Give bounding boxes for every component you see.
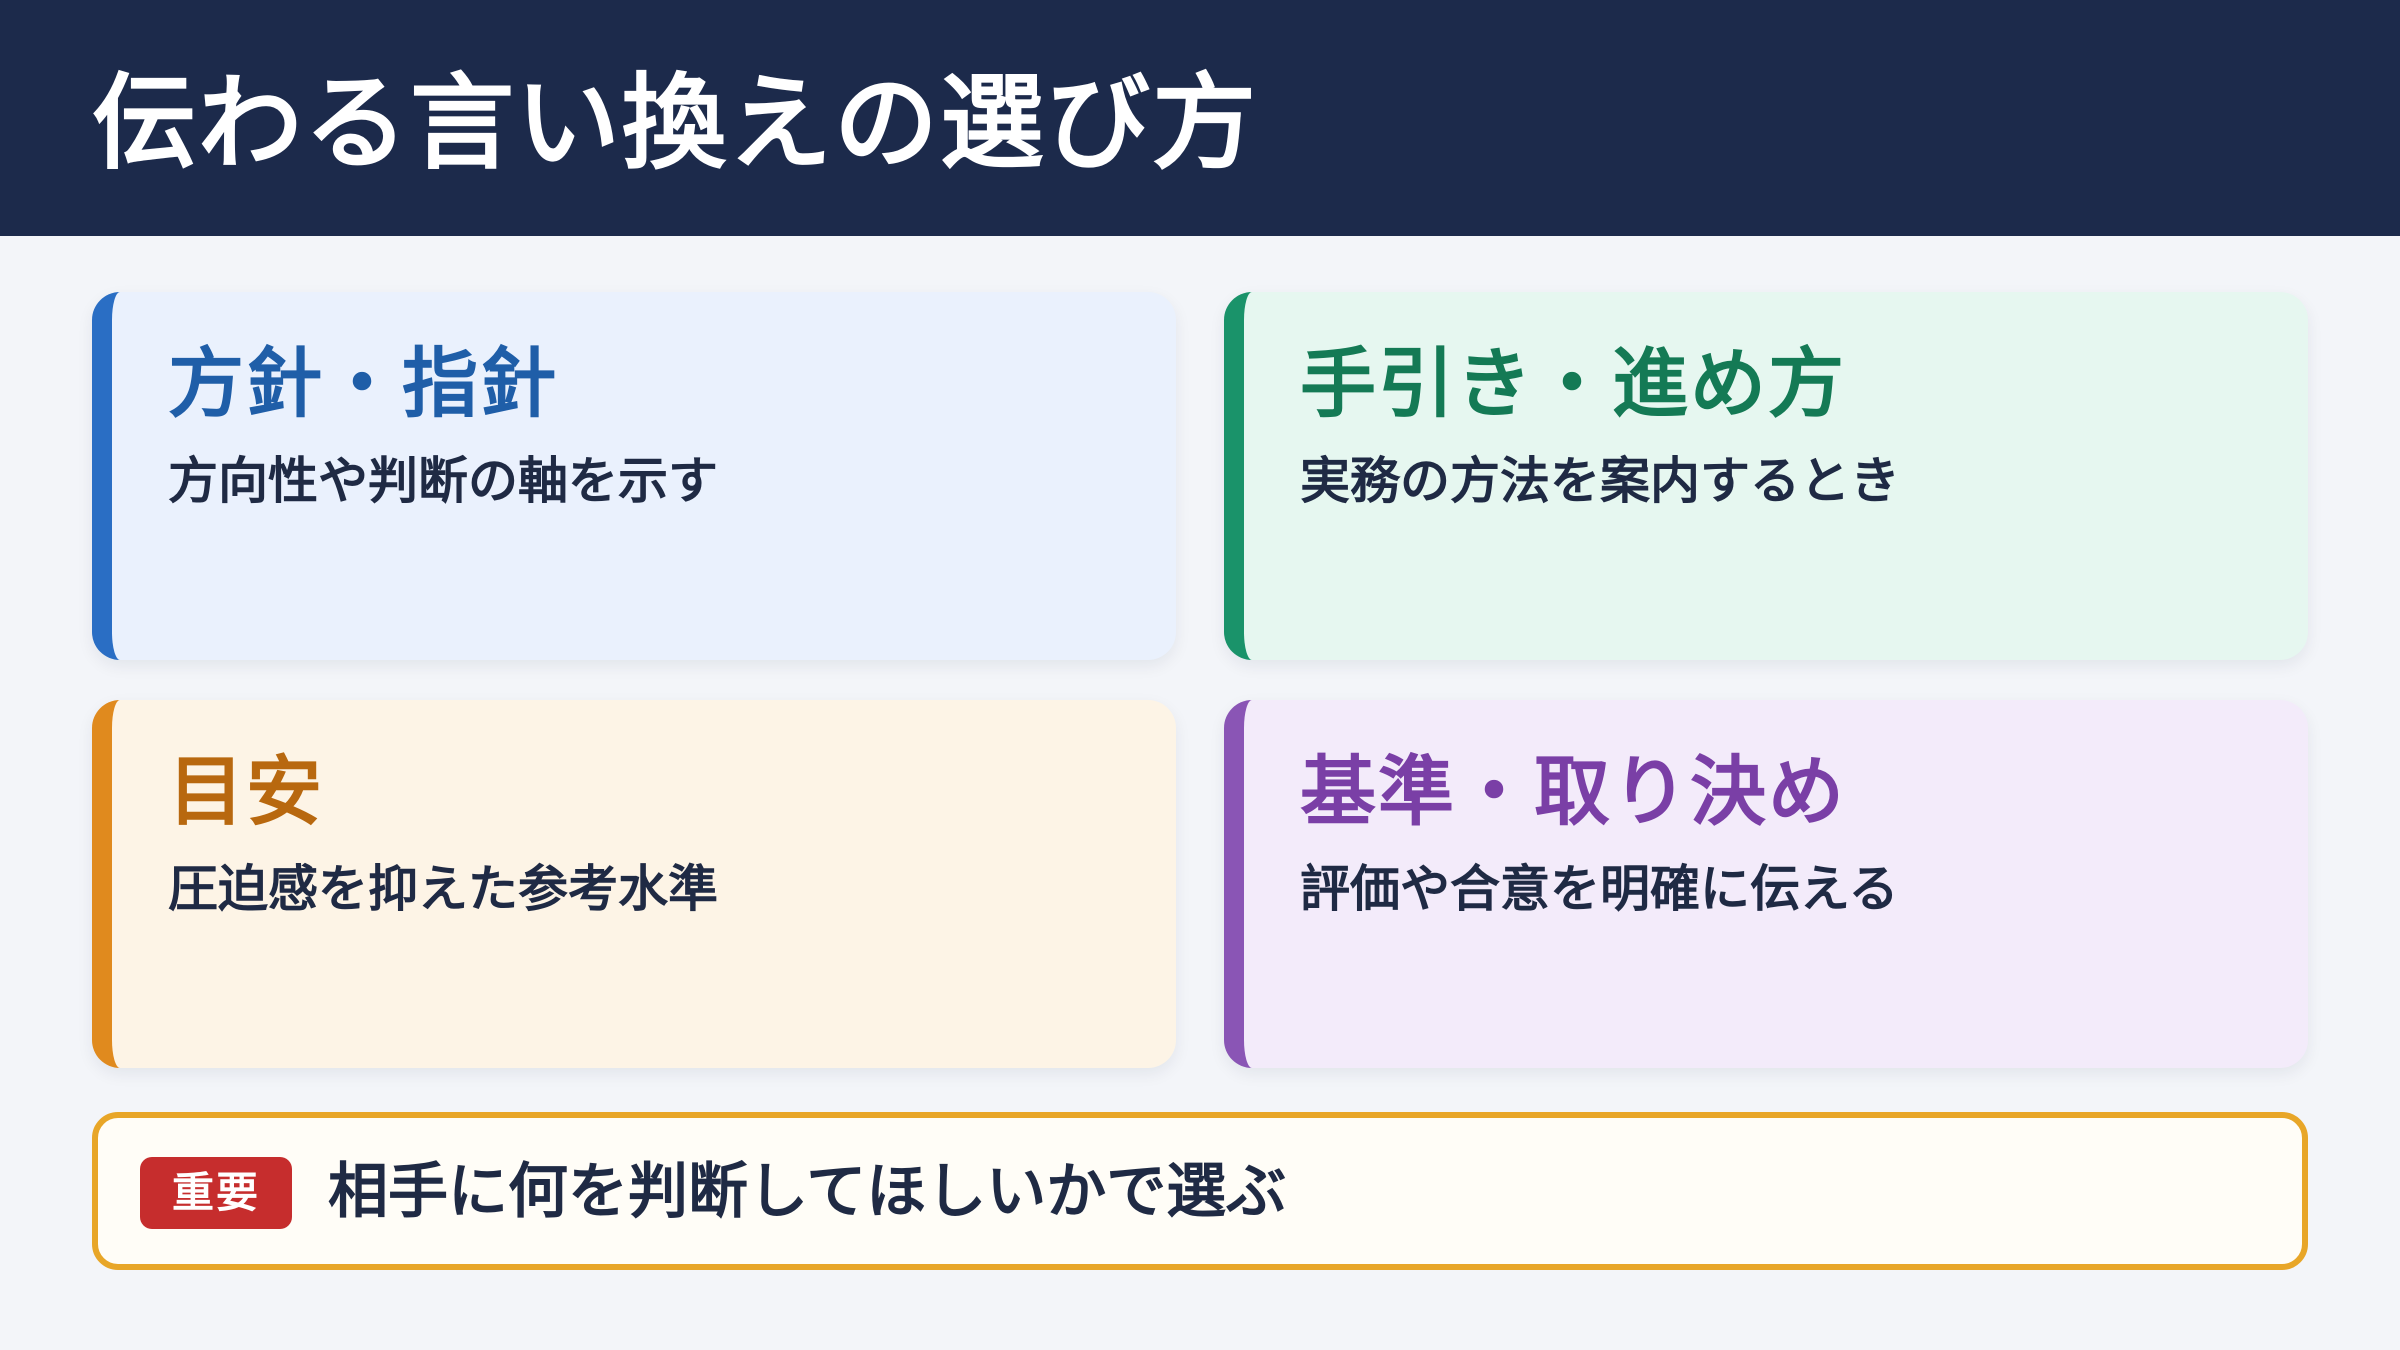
card-title: 目安 [168,747,324,836]
card-description: 実務の方法を案内するとき [1300,452,1900,510]
important-badge: 重要 [140,1157,292,1229]
card-guideline: 目安 圧迫感を抑えた参考水準 [92,700,1176,1068]
card-standard: 基準・取り決め 評価や合意を明確に伝える [1224,700,2308,1068]
card-guide: 手引き・進め方 実務の方法を案内するとき [1224,292,2308,660]
card-description: 圧迫感を抑えた参考水準 [168,860,718,918]
card-title: 基準・取り決め [1300,747,1846,836]
page-title: 伝わる言い換えの選び方 [92,62,1259,184]
card-description: 評価や合意を明確に伝える [1300,860,1899,918]
callout-text: 相手に何を判断してほしいかで選ぶ [328,1157,1287,1227]
card-title: 方針・指針 [168,339,558,428]
card-title: 手引き・進め方 [1300,339,1846,428]
header-bar: 伝わる言い換えの選び方 [0,0,2400,236]
card-policy: 方針・指針 方向性や判断の軸を示す [92,292,1176,660]
card-description: 方向性や判断の軸を示す [168,452,718,510]
important-callout: 重要 相手に何を判断してほしいかで選ぶ [92,1112,2308,1270]
